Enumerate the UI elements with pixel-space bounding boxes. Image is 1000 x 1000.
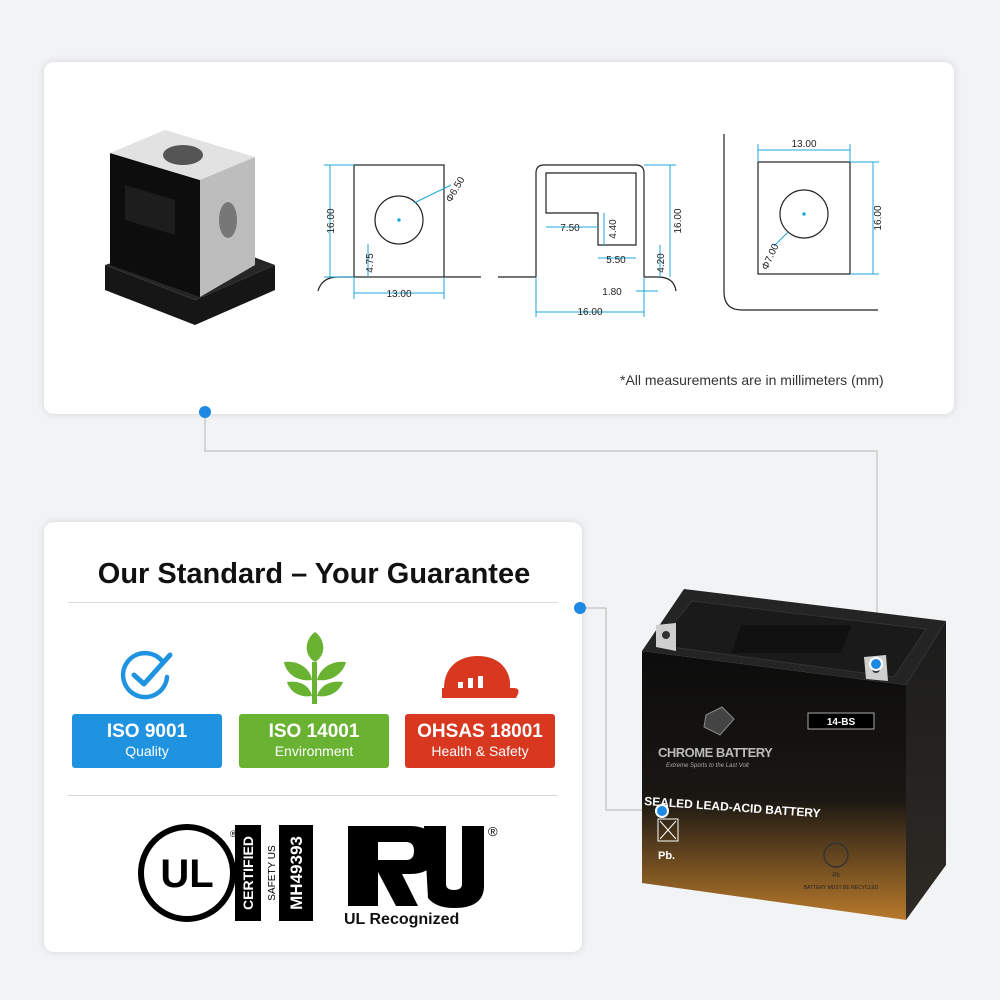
ul-recognized-label: UL Recognized xyxy=(344,911,459,928)
hard-hat-icon xyxy=(442,656,519,698)
battery-model-label: 14-BS xyxy=(827,717,856,728)
iso-9001-title: ISO 9001 xyxy=(106,721,188,742)
iso-9001-badge: ISO 9001 Quality xyxy=(72,714,222,768)
ul-recognized-logo: ® UL Recognized xyxy=(344,824,498,928)
iso-14001-subtitle: Environment xyxy=(274,743,354,759)
side-view-drawing: 7.50 4.40 5.50 16.00 4.20 1.80 16.00 xyxy=(498,164,684,318)
terminal-render xyxy=(105,130,275,325)
label-callout-dot xyxy=(655,804,669,818)
side-thickness-label: 1.80 xyxy=(602,287,622,298)
ohsas-18001-badge: OHSAS 18001 Health & Safety xyxy=(405,714,555,768)
battery-image: 14-BS CHROME BATTERY Extreme Sports to t… xyxy=(642,589,946,920)
side-step-w-label: 5.50 xyxy=(606,255,626,266)
top-width-label: 13.00 xyxy=(791,139,816,150)
battery-recycle-pb: Pb xyxy=(832,873,840,879)
battery-pb-label: Pb. xyxy=(658,850,675,862)
side-base-h-label: 4.20 xyxy=(656,253,667,273)
ul-number-label: MH49393 xyxy=(287,836,306,910)
ul-certified-label: CERTIFIED xyxy=(240,836,256,910)
battery-recycle-note: BATTERY MUST BE RECYCLED xyxy=(804,885,879,891)
standard-divider-bottom xyxy=(68,795,558,796)
ul-mark-text: UL xyxy=(160,852,213,896)
terminal-callout-dot xyxy=(869,657,883,671)
registered-mark-icon: ® xyxy=(488,824,498,839)
standard-divider-top xyxy=(68,602,558,603)
check-circle-icon xyxy=(120,650,173,700)
registered-mark-icon: ® xyxy=(230,829,237,839)
iso-14001-badge: ISO 14001 Environment xyxy=(239,714,389,768)
top-height-label: 16.00 xyxy=(873,205,884,230)
side-depth-label: 7.50 xyxy=(560,223,580,234)
ohsas-18001-subtitle: Health & Safety xyxy=(431,743,529,759)
standard-connector-dot xyxy=(574,602,586,614)
standard-title: Our Standard – Your Guarantee xyxy=(97,558,531,590)
ohsas-18001-title: OHSAS 18001 xyxy=(417,721,543,742)
recycle-icon xyxy=(823,842,849,868)
iso-9001-subtitle: Quality xyxy=(125,743,169,759)
front-hole-height-label: 4.75 xyxy=(365,253,376,273)
battery-brand-label: CHROME BATTERY xyxy=(658,745,773,760)
front-height-label: 16.00 xyxy=(326,208,337,233)
side-step-h-label: 4.40 xyxy=(608,219,619,239)
side-height-label: 16.00 xyxy=(673,208,684,233)
front-width-label: 13.00 xyxy=(386,289,411,300)
top-view-drawing: 13.00 16.00 Φ7.00 xyxy=(723,134,884,311)
measurement-note: *All measurements are in millimeters (mm… xyxy=(620,372,884,388)
drawing-connector-dot xyxy=(199,406,211,418)
iso-14001-title: ISO 14001 xyxy=(268,721,360,742)
battery-tagline: Extreme Sports to the Last Volt xyxy=(666,763,749,769)
side-width-label: 16.00 xyxy=(577,307,602,318)
front-view-drawing: 16.00 13.00 4.75 Φ6.50 xyxy=(317,164,481,300)
ul-certified-logo: UL CERTIFIED SAFETY US MH49393 ® xyxy=(138,824,313,922)
ul-safety-label: SAFETY US xyxy=(267,845,278,901)
leaf-icon xyxy=(284,632,346,704)
